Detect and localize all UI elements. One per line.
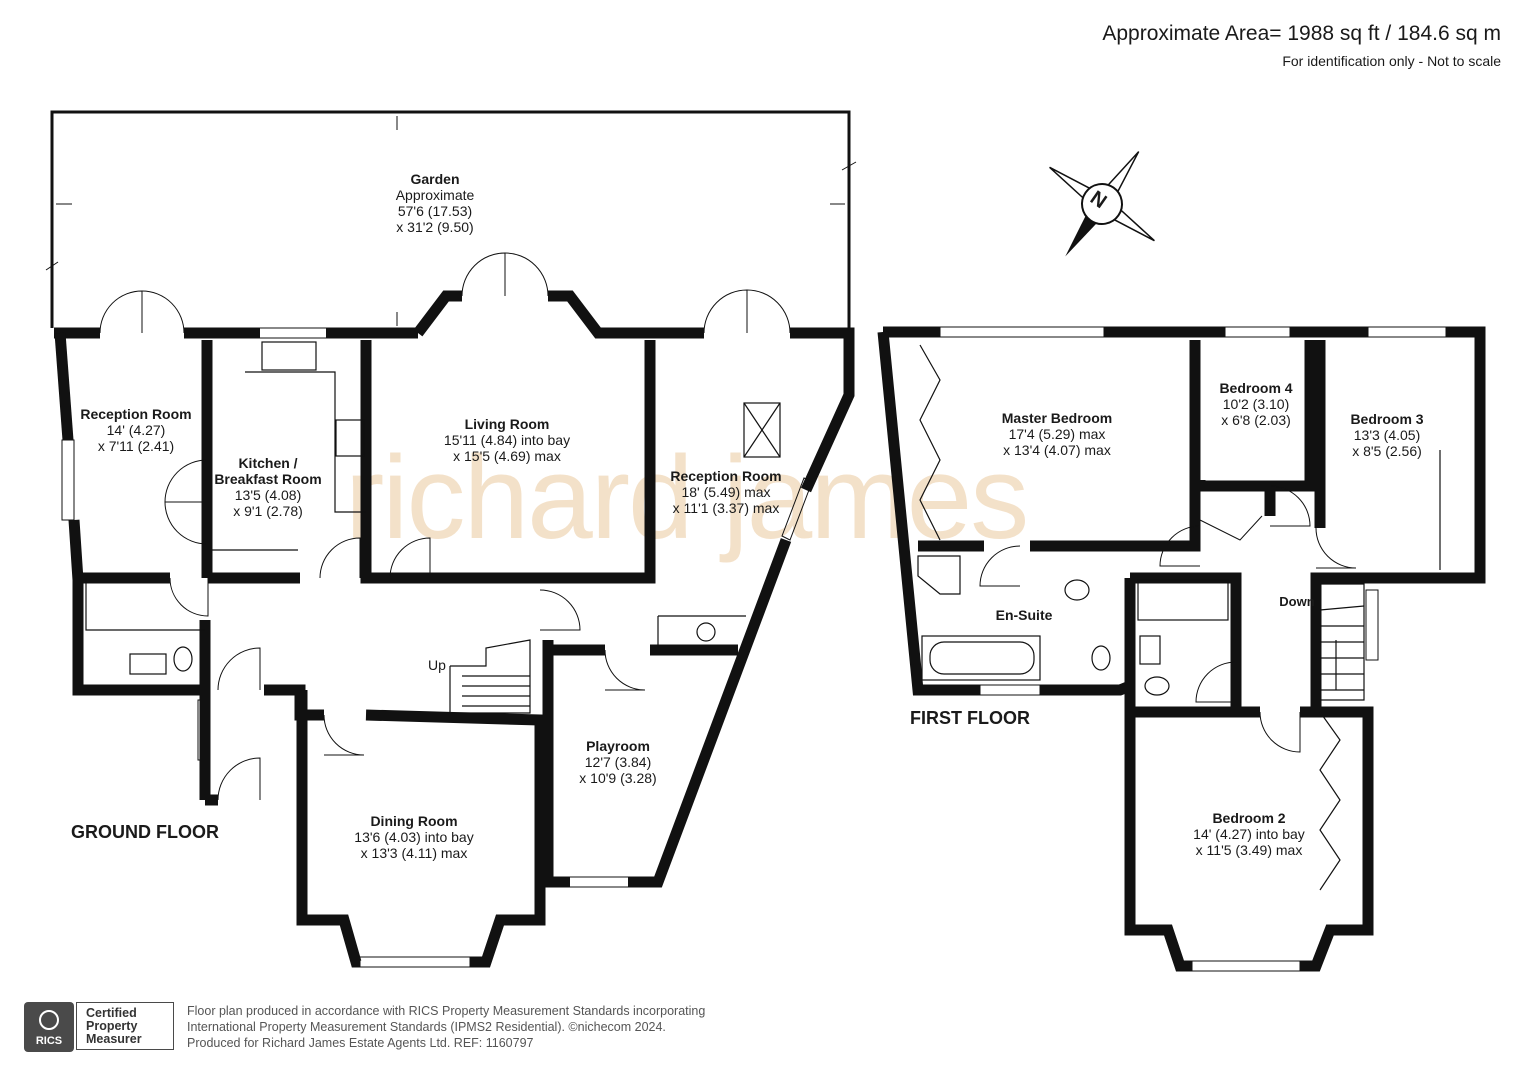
room-name: Playroom — [586, 738, 650, 754]
footer-disclaimer: Floor plan produced in accordance with R… — [187, 1003, 705, 1051]
first-floor-title: FIRST FLOOR — [910, 708, 1030, 728]
room-name: Reception Room — [80, 406, 192, 422]
cert-line: Measurer — [86, 1032, 142, 1046]
rics-logo-icon: RICS — [24, 1002, 74, 1052]
room-dim: x 7'11 (2.41) — [97, 438, 175, 454]
room-dim: 13'6 (4.03) into bay — [354, 829, 474, 845]
room-dim: 17'4 (5.29) max — [1008, 426, 1106, 442]
room-dim: x 13'4 (4.07) max — [1003, 442, 1111, 458]
room-reception-right: Reception Room 18' (5.49) max x 11'1 (3.… — [656, 468, 796, 516]
first-floor-walls — [877, 326, 1486, 972]
room-name: Reception Room — [670, 468, 782, 484]
room-dim: 13'3 (4.05) — [1353, 427, 1421, 443]
footer-line: Produced for Richard James Estate Agents… — [187, 1036, 534, 1050]
room-bedroom-2: Bedroom 2 14' (4.27) into bay x 11'5 (3.… — [1174, 810, 1324, 858]
rics-logo-text: RICS — [35, 1035, 63, 1047]
cert-line: Certified — [86, 1006, 137, 1020]
room-name: Master Bedroom — [1001, 410, 1113, 426]
room-garden: Garden Approximate 57'6 (17.53) x 31'2 (… — [355, 171, 515, 235]
room-dining: Dining Room 13'6 (4.03) into bay x 13'3 … — [334, 813, 494, 861]
scale-note: For identification only - Not to scale — [1282, 53, 1501, 69]
room-en-suite: En-Suite — [984, 607, 1064, 623]
room-name: Living Room — [464, 416, 550, 432]
garden-boundary — [50, 110, 851, 328]
room-name: Breakfast Room — [214, 471, 322, 487]
room-dim: x 13'3 (4.11) max — [360, 845, 468, 861]
certified-measurer-box: Certified Property Measurer — [76, 1002, 174, 1050]
room-name: Garden — [410, 171, 460, 187]
room-dim: 15'11 (4.84) into bay — [443, 432, 571, 448]
room-bedroom-4: Bedroom 4 10'2 (3.10) x 6'8 (2.03) — [1206, 380, 1306, 428]
room-name: Bedroom 4 — [1219, 380, 1293, 396]
footer-line: International Property Measurement Stand… — [187, 1020, 666, 1034]
room-bedroom-3: Bedroom 3 13'3 (4.05) x 8'5 (2.56) — [1337, 411, 1437, 459]
room-dim: x 8'5 (2.56) — [1352, 443, 1422, 459]
footer-line: Floor plan produced in accordance with R… — [187, 1004, 706, 1018]
approximate-area: Approximate Area= 1988 sq ft / 184.6 sq … — [1102, 22, 1501, 45]
room-dim: 14' (4.27) into bay — [1193, 826, 1305, 842]
cert-line: Property — [86, 1019, 138, 1033]
room-name: Kitchen / — [238, 455, 298, 471]
room-master-bedroom: Master Bedroom 17'4 (5.29) max x 13'4 (4… — [987, 410, 1127, 458]
ground-floor-thin-lines — [85, 341, 781, 714]
watermark: richard james — [345, 432, 1029, 564]
ground-floor-windows — [61, 327, 813, 968]
ground-floor-title: GROUND FLOOR — [71, 822, 219, 842]
room-dim: 13'5 (4.08) — [234, 487, 302, 503]
first-floor-windows — [939, 326, 1447, 972]
room-playroom: Playroom 12'7 (3.84) x 10'9 (3.28) — [558, 738, 678, 786]
room-name: Bedroom 3 — [1350, 411, 1424, 427]
room-dim: x 9'1 (2.78) — [233, 503, 303, 519]
room-dim: 10'2 (3.10) — [1222, 396, 1290, 412]
stairs-down-label: Down — [1279, 594, 1315, 609]
room-name: En-Suite — [995, 607, 1053, 623]
room-dim: x 10'9 (3.28) — [579, 770, 657, 786]
room-dim: 57'6 (17.53) — [397, 203, 473, 219]
room-dim: 12'7 (3.84) — [584, 754, 652, 770]
room-dim: x 15'5 (4.69) max — [453, 448, 561, 464]
room-dim: x 11'5 (3.49) max — [1195, 842, 1303, 858]
room-name: Dining Room — [370, 813, 458, 829]
room-living: Living Room 15'11 (4.84) into bay x 15'5… — [427, 416, 587, 464]
room-reception-left: Reception Room 14' (4.27) x 7'11 (2.41) — [66, 406, 206, 454]
ground-floor-doors — [99, 252, 791, 801]
room-dim: 14' (4.27) — [106, 422, 166, 438]
north-arrow-icon — [1049, 151, 1155, 257]
rics-emblem-icon — [39, 1010, 59, 1030]
first-floor-doors — [979, 485, 1357, 753]
room-dim: x 11'1 (3.37) max — [672, 500, 780, 516]
room-dim: Approximate — [395, 187, 475, 203]
room-dim: 18' (5.49) max — [681, 484, 771, 500]
garden-dimension-arrows — [45, 116, 857, 326]
first-floor-thin-lines — [917, 344, 1441, 891]
room-dim: x 31'2 (9.50) — [396, 219, 474, 235]
ground-floor-walls — [54, 290, 855, 968]
room-name: Bedroom 2 — [1212, 810, 1286, 826]
room-dim: x 6'8 (2.03) — [1221, 412, 1291, 428]
rics-certified-badge: RICS Certified Property Measurer — [24, 1002, 176, 1052]
stairs-up-label: Up — [428, 657, 446, 673]
room-kitchen: Kitchen / Breakfast Room 13'5 (4.08) x 9… — [198, 455, 338, 519]
